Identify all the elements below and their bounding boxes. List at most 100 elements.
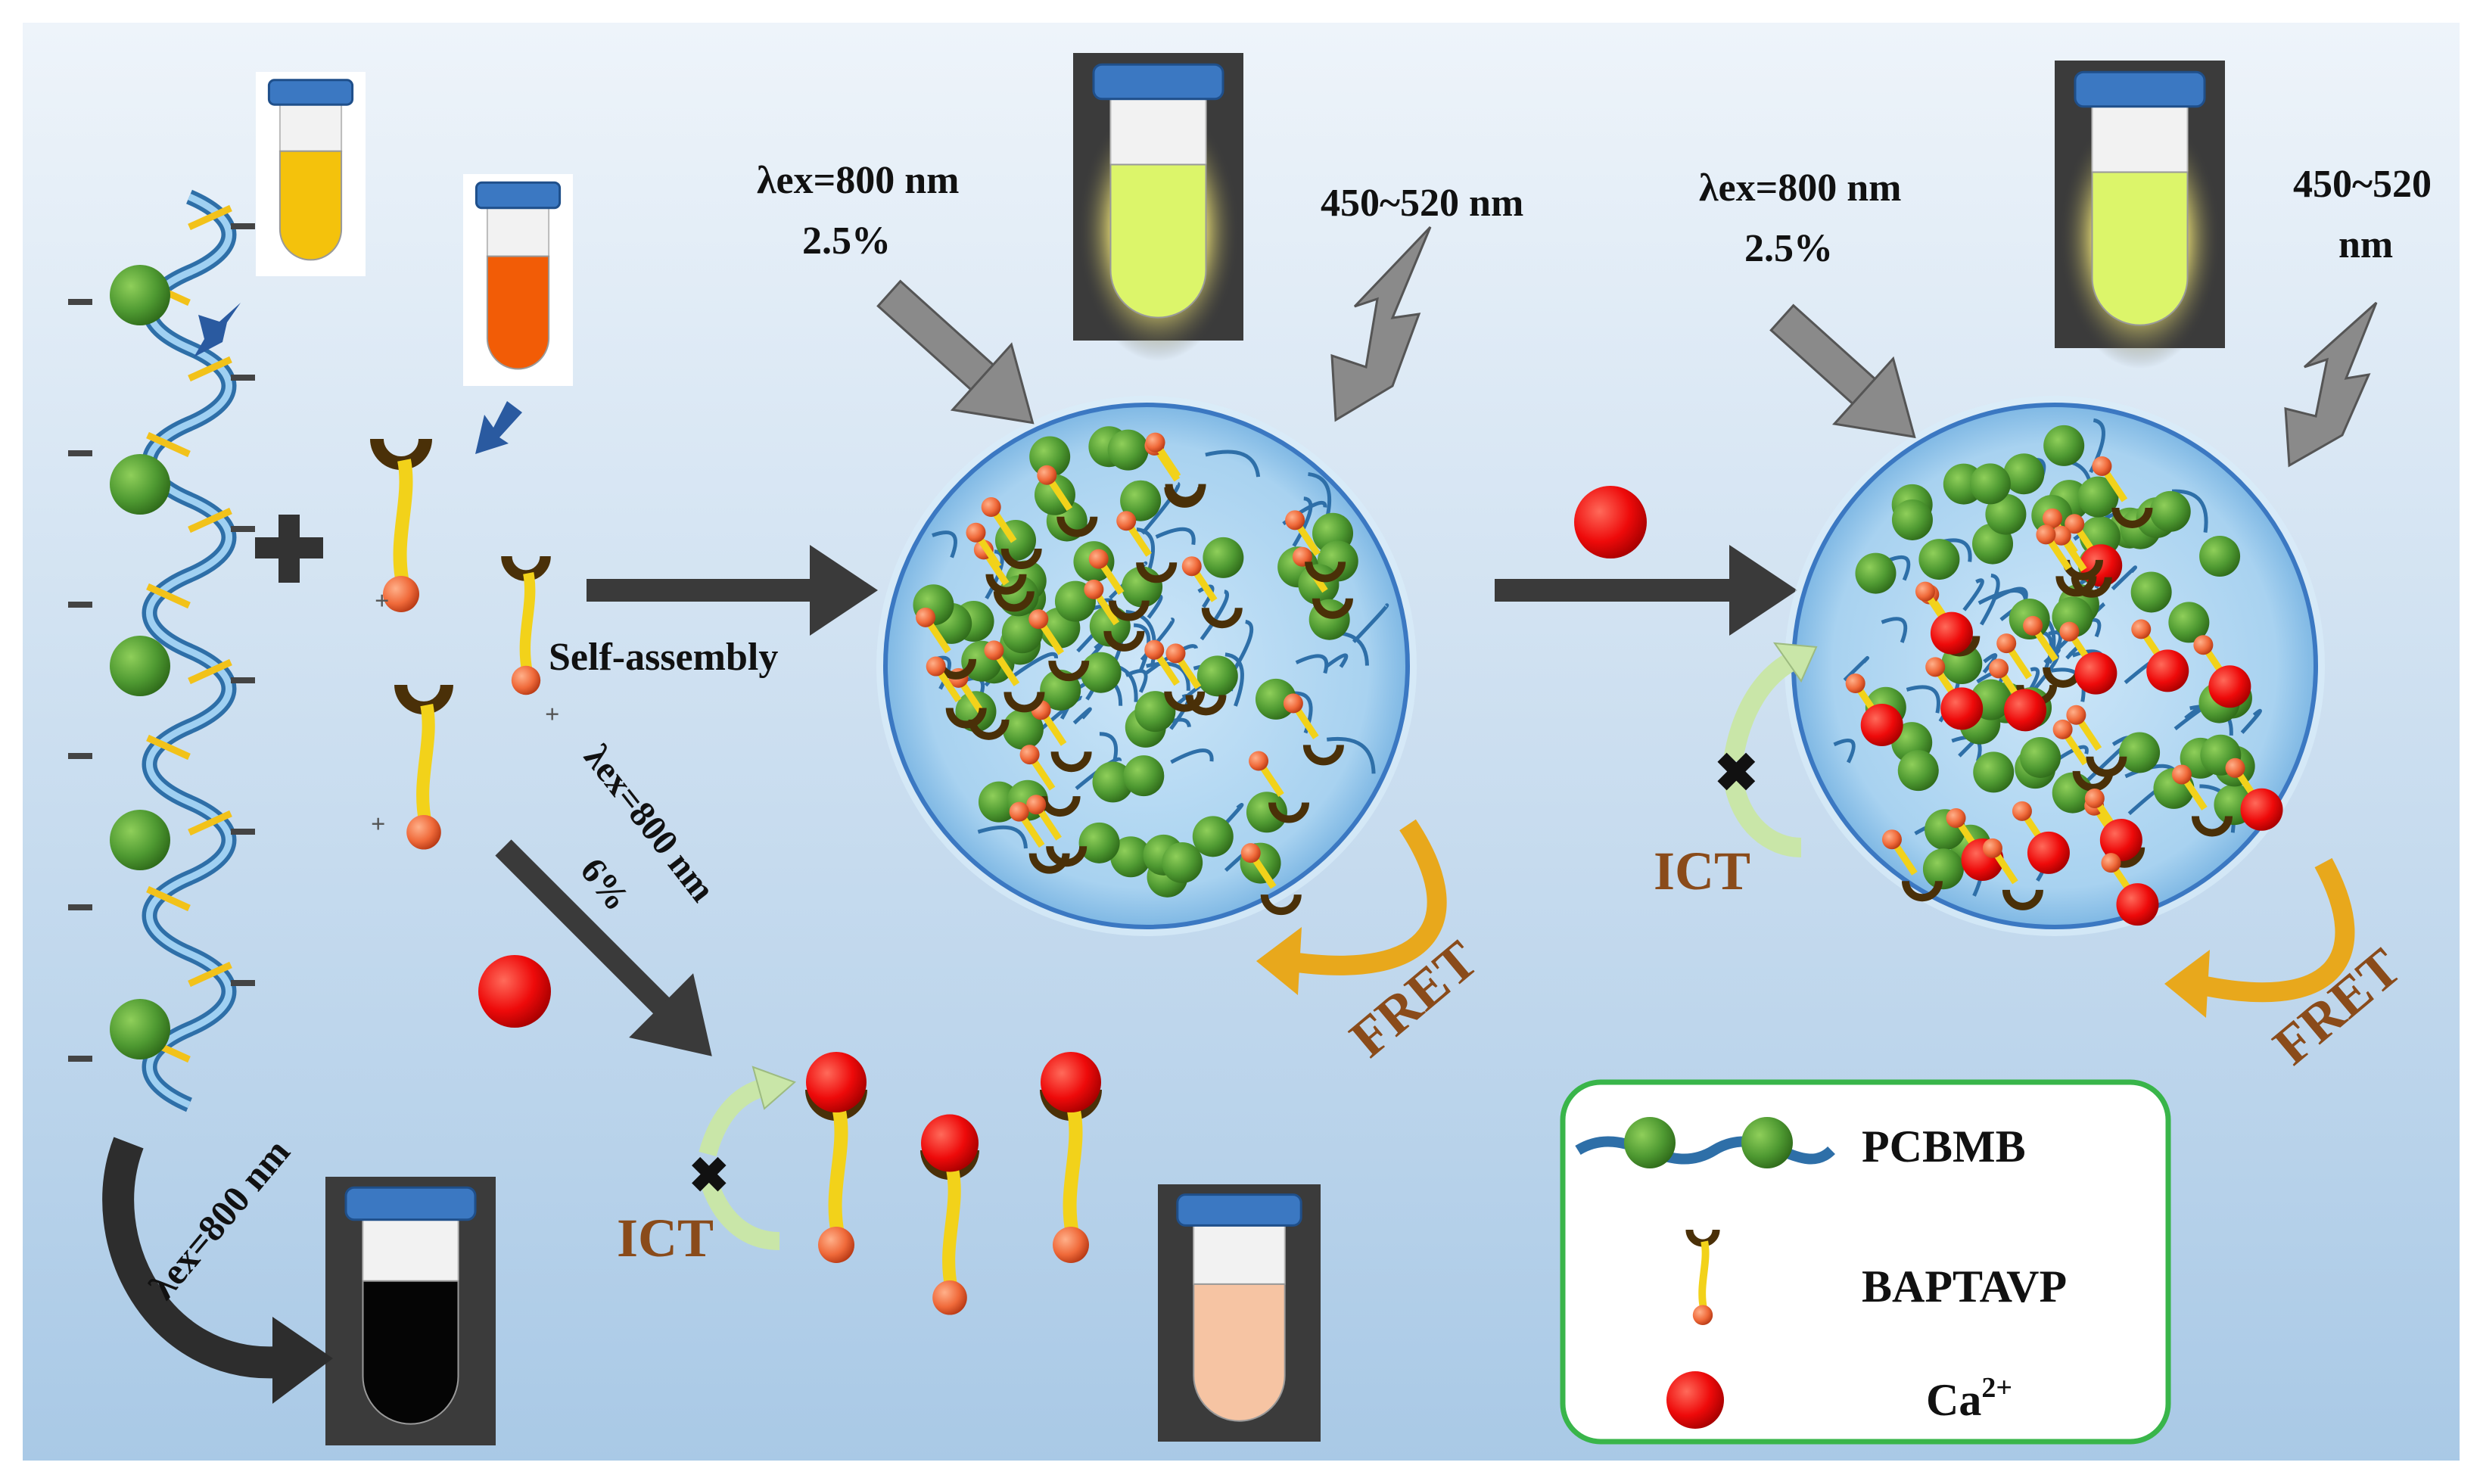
free-baptavp-probes: +++ — [370, 438, 559, 850]
emission-top-label: 450~520 nm — [1321, 182, 1523, 225]
probe-fluorophore — [1692, 1305, 1713, 1325]
embedded-fluorophore — [966, 522, 986, 543]
probe-calcium — [1041, 1052, 1101, 1112]
network-strand — [1325, 653, 1349, 668]
network-strand — [1962, 578, 1984, 611]
probe-bound-2 — [920, 1114, 979, 1315]
charge-minus — [231, 526, 255, 532]
embedded-receptor — [1312, 598, 1353, 619]
embedded-receptor — [1268, 802, 1310, 823]
charge-minus — [231, 829, 255, 835]
legend-baptavp-label: BAPTAVP — [1862, 1262, 2067, 1311]
sphere-bead — [2020, 736, 2061, 778]
vial-headspace — [1109, 98, 1207, 166]
charge-minus — [68, 753, 92, 759]
embedded-receptor — [2111, 507, 2153, 528]
sphere-bead — [2003, 453, 2045, 495]
network-strand — [1125, 669, 1148, 693]
network-strand — [2111, 565, 2137, 591]
vial-headspace — [278, 104, 343, 152]
network-strand — [1072, 707, 1092, 725]
embedded-fluorophore — [2023, 615, 2043, 636]
vial-cap — [344, 1186, 477, 1221]
vial-dark-no-emission — [325, 1177, 496, 1445]
diagonal-arrow — [495, 839, 712, 1056]
network-strand — [1833, 738, 1856, 764]
sphere-bead — [1123, 755, 1165, 797]
embedded-fluorophore — [1181, 556, 1202, 577]
probe-calcium — [806, 1052, 867, 1112]
embedded-calcium — [2116, 883, 2159, 926]
probe-linker — [519, 572, 536, 673]
nanoparticle-sphere-1 — [876, 396, 1417, 936]
embedded-receptor — [1901, 880, 1943, 902]
embedded-fluorophore — [2051, 525, 2071, 546]
sphere-bead — [2119, 732, 2161, 773]
charge-minus — [68, 602, 92, 608]
embedded-receptor — [1000, 548, 1042, 570]
sphere-bead — [2043, 425, 2085, 466]
ict-label-right: ICT — [1654, 841, 1750, 901]
side-chain — [188, 658, 232, 685]
embedded-receptor — [2002, 889, 2043, 910]
embedded-receptor — [1305, 561, 1346, 583]
probe-linker — [416, 703, 435, 823]
fret-arrowhead-2 — [2164, 950, 2210, 1018]
embedded-fluorophore — [1989, 658, 2009, 679]
probe-fluorophore — [818, 1227, 854, 1263]
sphere-bead — [1192, 816, 1234, 857]
embedded-fluorophore — [1915, 581, 1935, 602]
side-chain — [188, 356, 232, 382]
sphere-bead — [1162, 842, 1203, 883]
embedded-fluorophore — [2065, 514, 2085, 534]
embedded-receptor — [993, 590, 1035, 612]
sphere-bead — [2077, 476, 2119, 518]
probe-bound-3 — [1040, 1052, 1102, 1263]
power-top-label: 2.5% — [802, 219, 891, 263]
excitation-right-label: λex=800 nm — [1699, 166, 1902, 210]
sphere-bead — [2168, 602, 2210, 643]
network-strand — [1886, 555, 1911, 581]
vial-liquid — [486, 255, 550, 370]
polymer-bead — [110, 999, 170, 1059]
embedded-fluorophore — [2059, 621, 2080, 642]
sphere-bead — [1246, 792, 1287, 833]
embedded-fluorophore — [2012, 801, 2032, 821]
embedded-fluorophore — [1165, 643, 1186, 664]
sphere-bead — [2130, 571, 2172, 613]
vial-green-emission — [1073, 53, 1243, 362]
network-strand — [1881, 617, 1908, 643]
vial-cap — [1092, 63, 1224, 101]
side-chain — [188, 204, 232, 231]
network-strand — [1991, 586, 2028, 602]
vial-yellow-solution — [256, 72, 366, 276]
embedded-receptor — [2072, 770, 2114, 792]
embedded-receptor — [1136, 562, 1178, 583]
embedded-receptor — [1004, 692, 1045, 713]
probe-linker — [942, 1168, 961, 1289]
plus-icon — [255, 515, 323, 583]
polymer-bead — [110, 810, 170, 870]
legend-baptavp-symbol — [1685, 1229, 1720, 1325]
network-strand — [1292, 496, 1313, 547]
vial-liquid — [362, 1280, 459, 1425]
charge-minus — [68, 904, 92, 910]
vial-cap — [267, 79, 354, 106]
polymer-bead — [110, 454, 170, 515]
embedded-receptor — [1103, 630, 1145, 652]
embedded-fluorophore — [1946, 808, 1966, 829]
embedded-fluorophore — [2043, 508, 2063, 528]
sphere-bead — [1078, 822, 1120, 863]
network-strand — [2240, 708, 2262, 734]
embedded-fluorophore — [1292, 546, 1312, 567]
embedded-receptor — [1185, 694, 1227, 716]
ict-arrow-right-up — [1723, 649, 1802, 763]
curved-arrow-bottom — [102, 1137, 282, 1379]
curved-arrowhead-bottom — [272, 1317, 333, 1404]
vial-headspace — [362, 1218, 459, 1282]
embedded-receptor — [1028, 853, 1070, 874]
sphere-bead — [1855, 552, 1897, 594]
emission-right-label-1: 450~520 — [2293, 163, 2432, 206]
legend-calcium-base: Ca — [1926, 1375, 1981, 1425]
